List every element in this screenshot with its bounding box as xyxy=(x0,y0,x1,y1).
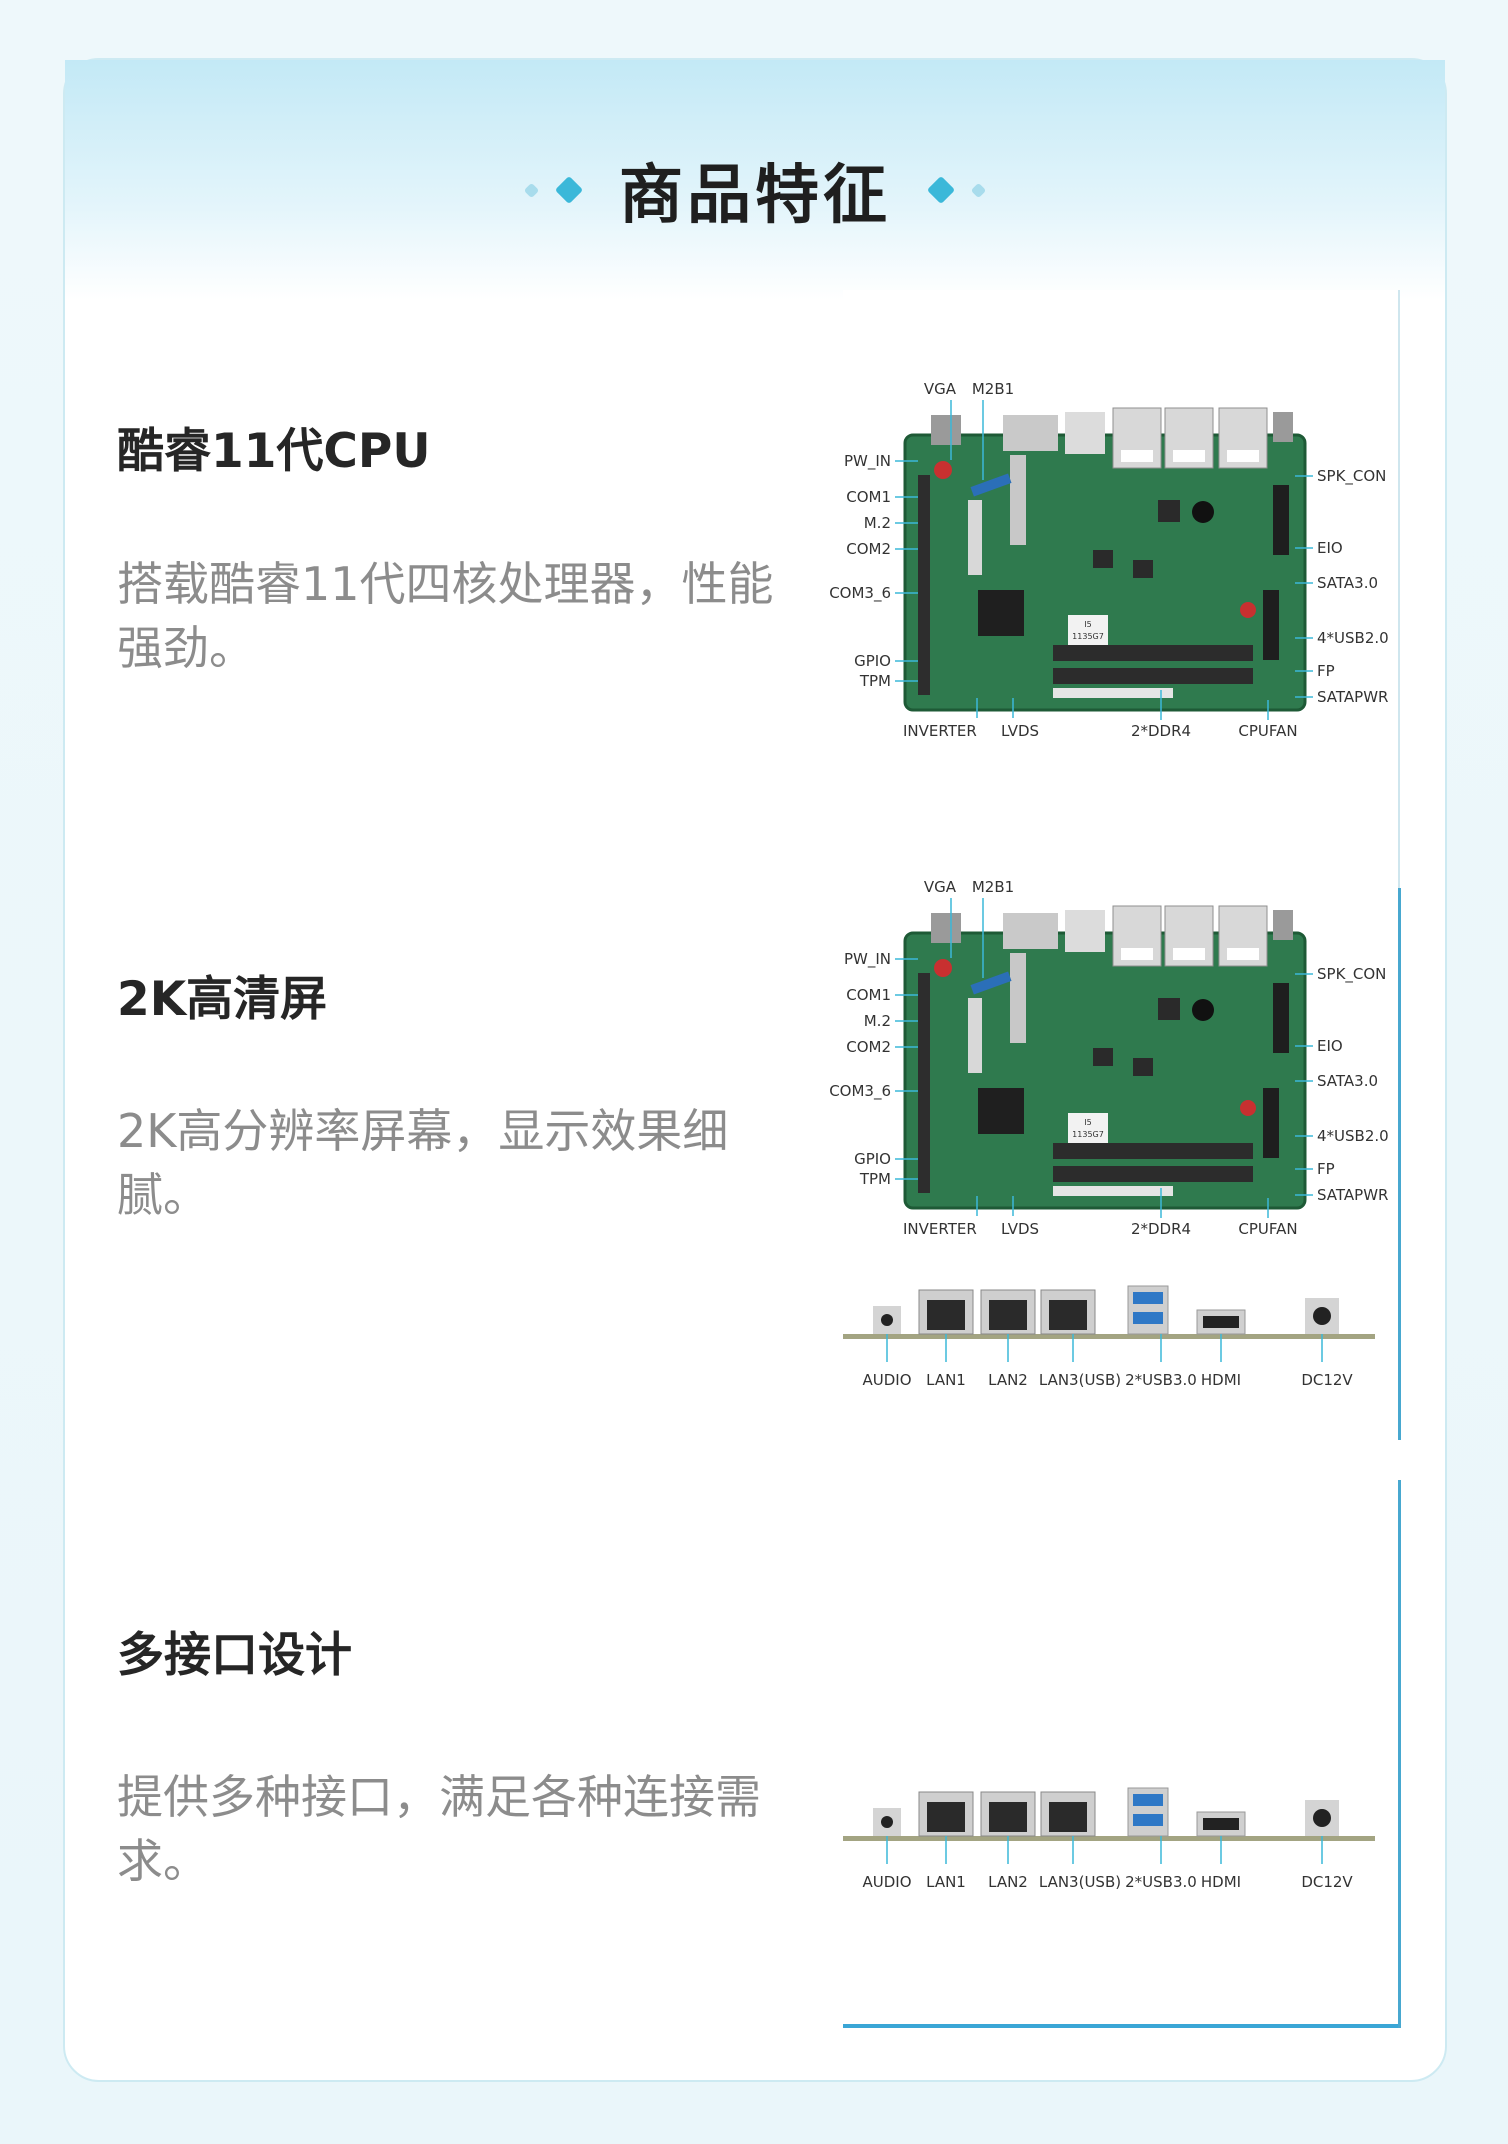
port-label-audio: AUDIO xyxy=(862,1873,911,1891)
io-ports xyxy=(843,1285,1375,1339)
label-fp: FP xyxy=(1317,662,1335,680)
port-label-hdmi: HDMI xyxy=(1201,1873,1241,1891)
feature-2-heading: 2K高清屏 xyxy=(117,972,328,1027)
svg-text:I5: I5 xyxy=(1084,620,1091,629)
label-sata3.0: SATA3.0 xyxy=(1317,1072,1378,1090)
label-eio: EIO xyxy=(1317,539,1343,557)
io-ports xyxy=(843,1787,1375,1841)
feature-1-heading: 酷睿11代CPU xyxy=(117,424,431,479)
title-decoration-left-icon xyxy=(523,175,584,205)
label-cpufan: CPUFAN xyxy=(1238,1220,1297,1238)
svg-text:1135G7: 1135G7 xyxy=(1072,1130,1104,1139)
label-4*usb2.0: 4*USB2.0 xyxy=(1317,1127,1389,1145)
label-inverter: INVERTER xyxy=(903,722,977,740)
svg-text:1135G7: 1135G7 xyxy=(1072,632,1104,641)
label-com1: COM1 xyxy=(846,986,891,1004)
port-label-lan3-usb-: LAN3(USB) xyxy=(1039,1873,1121,1891)
label-com2: COM2 xyxy=(846,1038,891,1056)
label-2ddr4: 2*DDR4 xyxy=(1131,1220,1191,1238)
label-pw_in: PW_IN xyxy=(844,950,891,969)
label-m.2: M.2 xyxy=(864,514,891,532)
label-2ddr4: 2*DDR4 xyxy=(1131,722,1191,740)
label-m2b1: M2B1 xyxy=(972,878,1014,896)
label-spk_con: SPK_CON xyxy=(1317,467,1386,486)
feature-3-heading: 多接口设计 xyxy=(117,1628,352,1683)
label-inverter: INVERTER xyxy=(903,1220,977,1238)
label-spk_con: SPK_CON xyxy=(1317,965,1386,984)
port-label-lan1: LAN1 xyxy=(926,1371,966,1389)
label-sata3.0: SATA3.0 xyxy=(1317,574,1378,592)
label-lvds: LVDS xyxy=(1001,1220,1039,1238)
title-decoration-right-icon xyxy=(926,175,987,205)
label-pw_in: PW_IN xyxy=(844,452,891,471)
label-vga: VGA xyxy=(924,380,957,398)
title-bar: 商品特征 xyxy=(65,140,1445,240)
port-label-audio: AUDIO xyxy=(862,1371,911,1389)
motherboard: I5 1135G7 xyxy=(903,407,1307,712)
label-com3_6: COM3_6 xyxy=(829,584,891,603)
feature-card: 商品特征 酷睿11代CPU 搭载酷睿11代四核处理器，性能强劲。 I5 1135G… xyxy=(63,58,1447,2082)
label-vga: VGA xyxy=(924,878,957,896)
label-com1: COM1 xyxy=(846,488,891,506)
port-label-hdmi: HDMI xyxy=(1201,1371,1241,1389)
label-com2: COM2 xyxy=(846,540,891,558)
port-label-2-usb3-0: 2*USB3.0 xyxy=(1125,1371,1197,1389)
feature-1-description: 搭载酷睿11代四核处理器，性能强劲。 xyxy=(117,557,774,675)
label-lvds: LVDS xyxy=(1001,722,1039,740)
port-label-lan3-usb-: LAN3(USB) xyxy=(1039,1371,1121,1389)
label-m.2: M.2 xyxy=(864,1012,891,1030)
feature-2-description: 2K高分辨率屏幕，显示效果细腻。 xyxy=(117,1104,729,1222)
port-label-lan2: LAN2 xyxy=(988,1873,1028,1891)
motherboard: I5 1135G7 xyxy=(903,905,1307,1210)
port-label-dc12v: DC12V xyxy=(1301,1873,1353,1891)
label-satapwr: SATAPWR xyxy=(1317,688,1388,706)
card-header-background xyxy=(65,60,1445,300)
port-label-lan1: LAN1 xyxy=(926,1873,966,1891)
label-gpio: GPIO xyxy=(854,1150,891,1168)
label-tpm: TPM xyxy=(859,672,891,690)
label-eio: EIO xyxy=(1317,1037,1343,1055)
feature-3-description: 提供多种接口，满足各种连接需求。 xyxy=(117,1770,761,1888)
svg-text:I5: I5 xyxy=(1084,1118,1091,1127)
cpu-chip xyxy=(978,590,1024,636)
label-tpm: TPM xyxy=(859,1170,891,1188)
cpu-chip xyxy=(978,1088,1024,1134)
label-m2b1: M2B1 xyxy=(972,380,1014,398)
label-gpio: GPIO xyxy=(854,652,891,670)
port-label-2-usb3-0: 2*USB3.0 xyxy=(1125,1873,1197,1891)
port-label-lan2: LAN2 xyxy=(988,1371,1028,1389)
port-label-dc12v: DC12V xyxy=(1301,1371,1353,1389)
label-cpufan: CPUFAN xyxy=(1238,722,1297,740)
label-com3_6: COM3_6 xyxy=(829,1082,891,1101)
label-4*usb2.0: 4*USB2.0 xyxy=(1317,629,1389,647)
label-satapwr: SATAPWR xyxy=(1317,1186,1388,1204)
page-title: 商品特征 xyxy=(619,159,891,233)
label-fp: FP xyxy=(1317,1160,1335,1178)
